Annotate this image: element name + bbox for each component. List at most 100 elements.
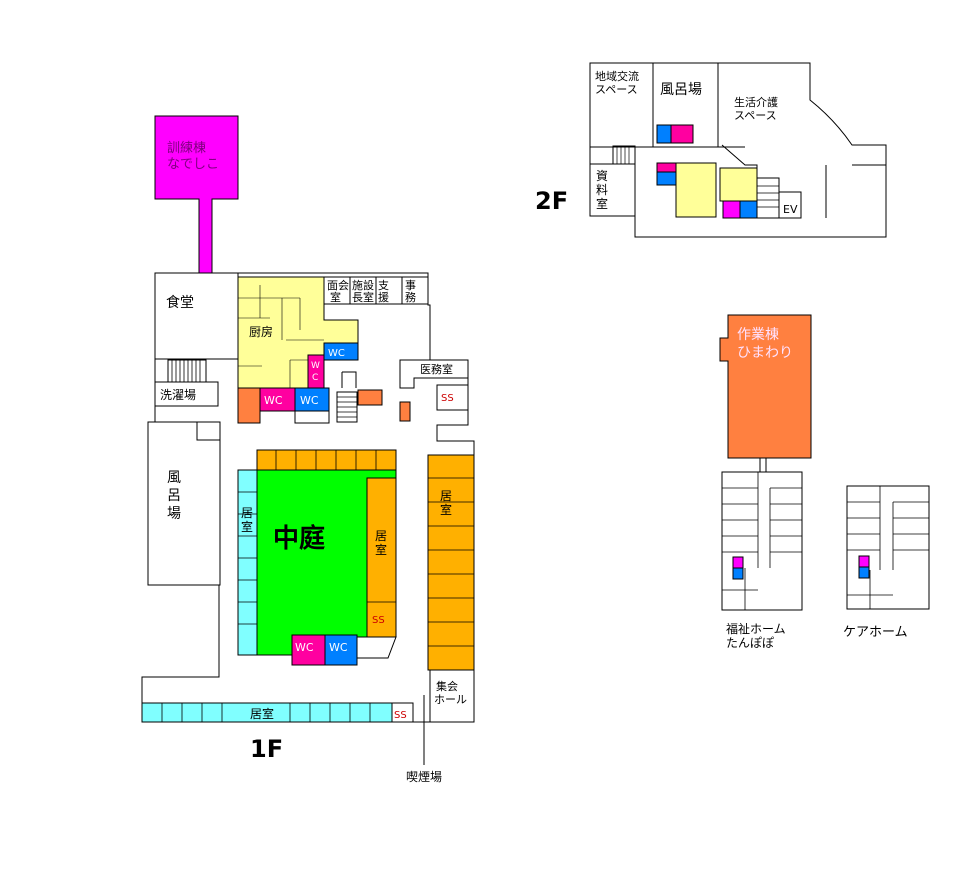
stair-lines [171,360,201,382]
label-doc-1: 資 [596,169,608,183]
label-wc-vert-1: W [311,361,320,371]
bath-partition [196,421,221,441]
label-visit-1: 面会 [327,279,349,292]
office-room [401,276,429,305]
label-support-2: 援 [378,290,389,304]
label-living-2: スペース [734,109,777,122]
wc-corner [356,636,397,659]
label-welfare-1: 福祉ホーム [726,621,786,636]
label-wc-blue-2: WC [329,641,348,654]
label-office-2: 務 [405,290,416,304]
elevator-2f [778,191,802,219]
rooms-inner-right [366,477,397,638]
rooms-left-col [237,469,258,656]
welfare-room-lines [722,472,802,610]
label-wc-vert-2: C [312,373,318,383]
label-wc-blue-1: WC [300,394,319,407]
label-wc-kitchen: WC [328,348,345,359]
workshop-outline [719,314,812,459]
label-workshop-1: 作業棟 [737,327,779,343]
wc-kitchen [323,342,359,361]
ss-room-bottom [391,702,414,723]
floor-1-caption: 1F [250,735,283,763]
workshop-building: 作業棟 ひまわり [719,314,812,472]
label-workshop-2: ひまわり [737,345,793,361]
label-ss-inner: SS [372,615,385,626]
label-ev: EV [783,203,798,216]
orange-closet-mid [357,389,383,406]
wc-2f-blue-b [656,171,677,186]
welfare-wc-pink [732,556,744,569]
label-medical: 医務室 [420,362,453,376]
label-room-inner-1: 居 [375,529,387,543]
label-bath-2f: 風呂場 [660,82,702,98]
label-ss-top: SS [441,393,454,404]
welfare-home [721,471,803,611]
wc-2f-pink-c [722,200,741,219]
care-home [846,485,930,610]
label-wc-pink-2: WC [295,641,314,654]
bath-1f [147,421,221,586]
welfare-home-outline [721,471,803,611]
label-dining: 食堂 [166,294,194,311]
orange-closet-left [237,387,261,424]
care-wc-pink [858,555,870,568]
wc-vertical [307,354,325,389]
kitchen-fixtures [238,285,324,388]
care-wc-blue [858,566,870,579]
room-dividers-top [275,450,377,470]
room-dividers-left [238,491,257,625]
stair-lines-small [337,396,357,418]
wc-2f-blue [656,124,672,144]
bath-2f [652,62,719,148]
rooms-right-col [427,454,475,671]
label-director-1: 施設 [352,278,374,292]
room-dividers-right [428,477,474,647]
label-bath-2: 呂 [167,488,181,504]
floor-2 [589,62,887,238]
yellow-area-2f [675,162,717,218]
elevator-box [341,371,357,388]
care-room-lines [847,486,929,609]
label-room-left-2: 室 [241,519,253,534]
rooms-top-row [256,449,397,471]
label-welfare-2: たんぽぽ [726,636,774,650]
care-home-outline [846,485,930,610]
label-room-left-1: 居 [241,506,253,520]
stair-lines-2f [616,146,630,164]
label-room-bottom: 居室 [250,706,274,721]
yellow-area-2f-b [719,167,758,202]
wc-2f-pink-b [656,162,677,173]
label-hall-2: ホール [434,693,467,706]
stair-lines-2f-b [757,185,779,208]
label-visit-2: 室 [330,290,341,304]
orange-closet-small [399,401,411,422]
label-ss-bottom: SS [394,710,407,721]
wc-pink-2 [291,634,326,666]
label-bath-1: 風 [167,470,181,486]
label-community-2: スペース [595,83,638,96]
wc-corridor-box [294,410,330,424]
label-community-1: 地域交流 [595,69,639,83]
floor-2-labels: 地域交流 スペース 風呂場 生活介護 スペース 資 料 室 EV 2F [535,69,798,216]
room-dividers-bottom [161,703,371,722]
welfare-wc-blue [732,567,744,580]
label-living-1: 生活介護 [734,95,778,109]
floor-1 [141,115,475,765]
label-care-home: ケアホーム [843,625,908,640]
label-courtyard: 中庭 [273,523,325,554]
wc-2f-blue-c [739,200,758,219]
label-smoking: 喫煙場 [406,770,442,784]
wc-2f-pink [670,124,694,144]
label-kitchen: 厨房 [249,324,273,339]
label-hall-1: 集会 [436,679,458,693]
label-room-right-2: 室 [440,502,452,517]
training-building [154,115,239,274]
floor-2-caption: 2F [535,187,568,215]
label-training-2: なでしこ [167,157,219,172]
label-room-inner-2: 室 [375,542,387,557]
laundry-room [154,381,219,407]
label-director-2: 長室 [352,290,374,304]
stairs-2f [612,145,636,165]
